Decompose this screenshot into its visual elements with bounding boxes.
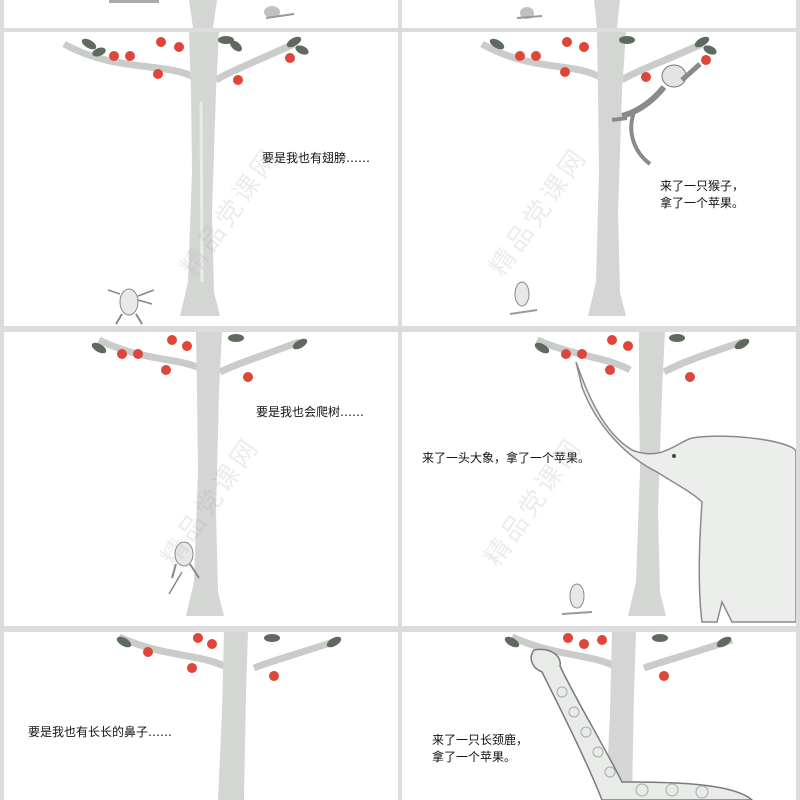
caption-line: 来了一只猴子， — [660, 179, 745, 193]
apple-tree — [62, 32, 309, 325]
slide-caption: 来了一头大象，拿了一个苹果。 — [422, 450, 590, 467]
leaf-cluster — [116, 634, 342, 648]
monkey-figure — [611, 62, 702, 166]
caption-line: 要是我也有长长的鼻子…… — [28, 725, 173, 739]
apples — [117, 335, 253, 382]
slide-caption: 要是我也有翅膀…… — [262, 150, 370, 167]
slide-wings[interactable]: 要是我也有翅膀…… 精品党课网 — [4, 32, 398, 326]
tree-trunk — [628, 332, 666, 616]
caption-line: 要是我也会爬树…… — [256, 405, 365, 419]
caption-line: 来了一只长颈鹿， — [432, 733, 529, 747]
mouse-figure — [561, 583, 593, 615]
mouse-figure — [264, 6, 280, 18]
apple-tree — [480, 32, 717, 316]
apple-tree — [91, 332, 308, 616]
caption-line: 拿了一个苹果。 — [660, 196, 745, 210]
apples — [561, 335, 695, 382]
apples — [515, 37, 711, 82]
caption-line: 来了一头大象，拿了一个苹果。 — [422, 451, 591, 465]
apples — [563, 633, 669, 681]
slide-thumbnail-1[interactable] — [4, 0, 398, 28]
caption-line: 要是我也有翅膀…… — [262, 151, 371, 165]
apple-tree — [116, 632, 342, 800]
mouse-figure — [168, 541, 200, 595]
slide-elephant[interactable]: 来了一头大象，拿了一个苹果。 精品党课网 — [402, 332, 796, 626]
slide-caption: 来了一只猴子， 拿了一个苹果。 — [660, 178, 744, 212]
leaf-cluster — [489, 36, 717, 55]
slide-thumbnail-2[interactable] — [402, 0, 796, 28]
tree-trunk — [606, 632, 636, 800]
caption-line: 拿了一个苹果。 — [432, 750, 517, 764]
slide-monkey[interactable]: 来了一只猴子， 拿了一个苹果。 精品党课网 — [402, 32, 796, 326]
elephant-figure — [575, 361, 796, 623]
tree-trunk — [588, 32, 626, 316]
tree-illustration — [109, 0, 295, 28]
slide-caption: 要是我也有长长的鼻子…… — [28, 724, 172, 741]
giraffe-figure — [530, 648, 754, 800]
tree-illustration — [516, 0, 620, 28]
slide-climb[interactable]: 要是我也会爬树…… 精品党课网 — [4, 332, 398, 626]
slide-trunk[interactable]: 要是我也有长长的鼻子…… — [4, 632, 398, 800]
mouse-figure — [509, 281, 538, 315]
apple-tree — [504, 632, 754, 800]
tree-trunk — [186, 332, 224, 616]
apples — [143, 633, 279, 681]
apples — [109, 37, 295, 85]
leaf-cluster — [504, 634, 732, 648]
leaf-cluster — [91, 334, 308, 354]
leaf-cluster — [534, 334, 750, 354]
leaf-cluster — [81, 36, 309, 57]
slide-giraffe[interactable]: 来了一只长颈鹿， 拿了一个苹果。 — [402, 632, 796, 800]
slide-caption: 来了一只长颈鹿， 拿了一个苹果。 — [432, 732, 528, 766]
mouse-figure — [107, 288, 155, 325]
tree-trunk — [218, 632, 248, 800]
slide-caption: 要是我也会爬树…… — [256, 404, 364, 421]
apple-tree — [534, 332, 796, 623]
